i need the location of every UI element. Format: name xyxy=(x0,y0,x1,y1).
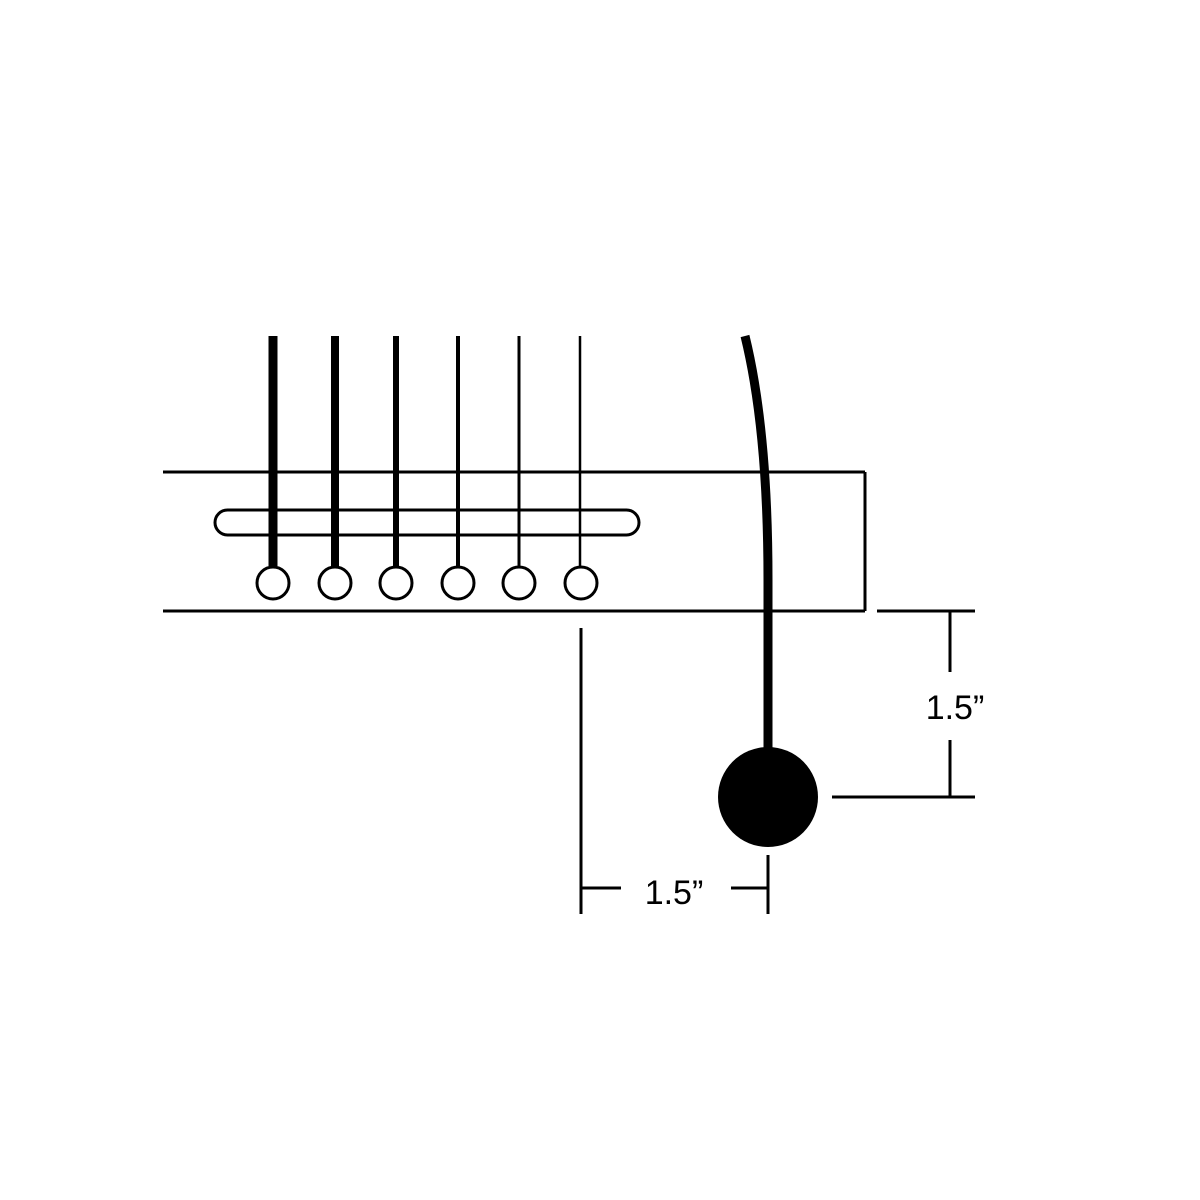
string-hole-4 xyxy=(440,565,476,601)
ball-end-string xyxy=(740,334,773,760)
string-hole-1 xyxy=(255,565,291,601)
string-holes xyxy=(255,565,599,601)
saddle-slot xyxy=(213,508,641,537)
strings xyxy=(268,336,582,566)
horizontal-dimension-label: 1.5” xyxy=(645,874,704,912)
string-hole-3 xyxy=(378,565,414,601)
string-hole-6 xyxy=(563,565,599,601)
bridge-plate xyxy=(163,470,867,613)
string-hole-5 xyxy=(501,565,537,601)
vertical-dimension-label: 1.5” xyxy=(926,689,985,727)
ball-end xyxy=(718,747,818,847)
vertical-dimension xyxy=(832,609,975,799)
horizontal-dimension xyxy=(579,628,770,914)
string-hole-2 xyxy=(317,565,353,601)
